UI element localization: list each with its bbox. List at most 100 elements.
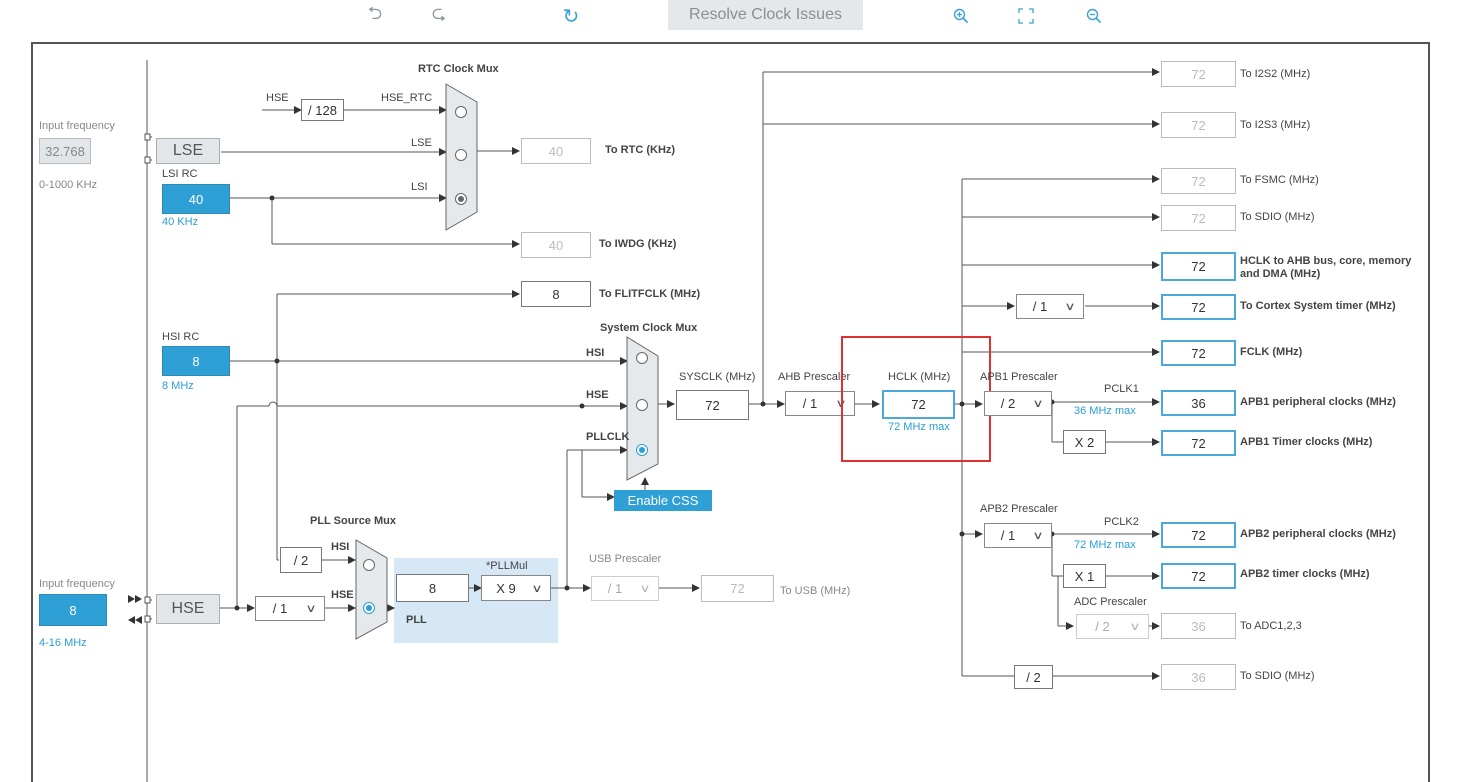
sysmux-hsi-label: HSI [586,347,605,359]
rtc-output-label: To RTC (KHz) [605,144,676,156]
lsi-note: 40 KHz [162,216,199,228]
sysmux-pllclk-label: PLLCLK [586,431,630,443]
lse-input-value[interactable]: 32.768 [39,138,91,164]
chevron-down-icon: ∨ [531,582,543,595]
rtc-hse-rtc-label: HSE_RTC [381,92,433,104]
undo-icon[interactable]: ⮌ [367,3,383,23]
adc-prescaler-label: ADC Prescaler [1074,596,1147,608]
pclk1-label: PCLK1 [1104,383,1139,395]
pllmul-select[interactable]: X 9∨ [481,575,551,601]
hsi-value: 8 [162,346,230,376]
hsi-title: HSI RC [162,331,200,343]
fit-screen-icon[interactable] [1013,4,1039,28]
lse-input-title: Input frequency [39,120,115,132]
pll-input-value: 8 [396,574,469,602]
adc-output-value: 36 [1161,613,1236,639]
pll-mux-hsi-radio[interactable] [363,559,375,571]
usb-prescaler-select[interactable]: / 1∨ [591,576,659,601]
resolve-clock-issues-button[interactable]: Resolve Clock Issues [668,0,863,30]
sdio-divider: / 2 [1014,665,1053,689]
apb2-timer-label: APB2 timer clocks (MHz) [1240,568,1370,580]
rtc-lse-radio[interactable] [455,149,467,161]
rtc-lsi-radio[interactable] [455,193,467,205]
flitfclk-output-value: 8 [521,281,591,307]
sysclk-value[interactable]: 72 [676,390,749,420]
hse-input-range: 4-16 MHz [39,637,87,649]
lse-source: LSE [156,138,220,164]
hclk-value[interactable]: 72 [882,390,955,419]
sdio-output-value: 72 [1161,205,1236,231]
sdio2-output-label: To SDIO (MHz) [1240,670,1315,682]
chevron-down-icon: ∨ [1032,530,1044,542]
rtc-div128: / 128 [301,99,344,121]
rtc-lse-label: LSE [411,137,432,149]
fsmc-output-label: To FSMC (MHz) [1240,174,1319,186]
lse-input-range: 0-1000 KHz [39,179,98,191]
apb2-peripheral-value[interactable]: 72 [1161,522,1236,548]
pll-hsi-divider: / 2 [280,547,322,573]
zoom-in-icon[interactable] [948,4,974,28]
cortex-timer-prescaler-select[interactable]: / 1∨ [1016,294,1084,319]
hse-input-value[interactable]: 8 [39,594,107,626]
hse-input-title: Input frequency [39,578,115,590]
ahb-prescaler-select[interactable]: / 1∨ [785,391,855,416]
chevron-down-icon: ∨ [1129,621,1141,633]
sysmux-hse-radio[interactable] [636,399,648,411]
chevron-down-icon: ∨ [639,583,651,595]
sysmux-pllclk-radio[interactable] [636,444,648,456]
apb1-prescaler-label: APB1 Prescaler [980,371,1058,383]
hse-source: HSE [156,594,220,624]
fsmc-output-value: 72 [1161,168,1236,194]
hclk-max: 72 MHz max [888,421,950,433]
apb2-timer-value[interactable]: 72 [1161,563,1236,589]
sdio2-output-value: 36 [1161,664,1236,690]
apb1-timer-value[interactable]: 72 [1161,430,1236,456]
refresh-icon[interactable]: ↻ [562,5,580,28]
iwdg-output-label: To IWDG (KHz) [599,238,677,250]
rtc-hse-radio[interactable] [455,106,467,118]
fclk-value[interactable]: 72 [1161,340,1236,366]
apb1-peripheral-value[interactable]: 36 [1161,390,1236,416]
adc-output-label: To ADC1,2,3 [1240,620,1302,632]
pll-source-mux [355,539,388,640]
apb2-timer-multiplier: X 1 [1063,564,1106,588]
ahb-prescaler-label: AHB Prescaler [778,371,851,383]
apb2-prescaler-select[interactable]: / 1∨ [984,523,1052,548]
rtc-output-value: 40 [521,138,591,164]
hclk-ahb-output-value[interactable]: 72 [1161,252,1236,281]
zoom-out-icon[interactable] [1081,4,1107,28]
i2s2-output-value: 72 [1161,61,1236,87]
i2s3-output-label: To I2S3 (MHz) [1240,119,1311,131]
rtc-mux-title: RTC Clock Mux [418,63,499,75]
pll-mux-hse-label: HSE [331,589,354,601]
sysclk-label: SYSCLK (MHz) [679,371,756,383]
sysmux-hse-label: HSE [586,389,609,401]
cortex-timer-value[interactable]: 72 [1161,294,1236,320]
usb-output-value: 72 [701,575,774,602]
pll-label: PLL [406,614,427,626]
chevron-down-icon: ∨ [305,603,317,615]
pclk2-label: PCLK2 [1104,516,1139,528]
pll-source-mux-title: PLL Source Mux [310,515,396,527]
enable-css-button[interactable]: Enable CSS [614,490,712,511]
pllmul-title: *PLLMul [486,560,528,572]
flitfclk-output-label: To FLITFCLK (MHz) [599,288,701,300]
cortex-timer-label: To Cortex System timer (MHz) [1240,300,1396,312]
apb1-prescaler-select[interactable]: / 2∨ [984,391,1052,416]
hclk-label: HCLK (MHz) [888,371,951,383]
apb1-timer-multiplier: X 2 [1063,430,1106,454]
chevron-down-icon: ∨ [1032,398,1044,410]
sdio-output-label: To SDIO (MHz) [1240,211,1315,223]
redo-icon[interactable]: ⮎ [431,3,447,23]
toolbar: ⮌ ⮎ ↻ Resolve Clock Issues [0,0,1476,36]
chevron-down-icon: ∨ [1064,301,1076,313]
adc-prescaler-select[interactable]: / 2∨ [1076,614,1149,639]
lsi-value: 40 [162,184,230,214]
apb2-prescaler-label: APB2 Prescaler [980,503,1058,515]
hse-prediv-select[interactable]: / 1∨ [255,596,325,621]
usb-prescaler-label: USB Prescaler [589,553,662,565]
pll-mux-hse-radio[interactable] [363,602,375,614]
apb1-timer-label: APB1 Timer clocks (MHz) [1240,436,1373,448]
iwdg-output-value: 40 [521,232,591,258]
sysmux-hsi-radio[interactable] [636,352,648,364]
